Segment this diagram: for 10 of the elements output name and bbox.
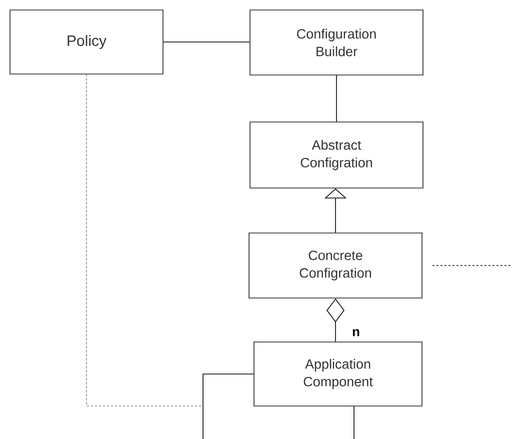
dashed-line (432, 265, 512, 266)
class-box: Concrete Configration (248, 232, 422, 298)
connector-line (336, 75, 337, 122)
class-box: Abstract Configration (250, 122, 424, 188)
class-box: Configuration Builder (250, 10, 424, 76)
class-box: Application Component (254, 342, 422, 406)
connector-line (202, 374, 254, 439)
multiplicity-label: n (352, 329, 360, 336)
dashed-line (86, 74, 204, 406)
class-box: Policy (10, 10, 164, 74)
